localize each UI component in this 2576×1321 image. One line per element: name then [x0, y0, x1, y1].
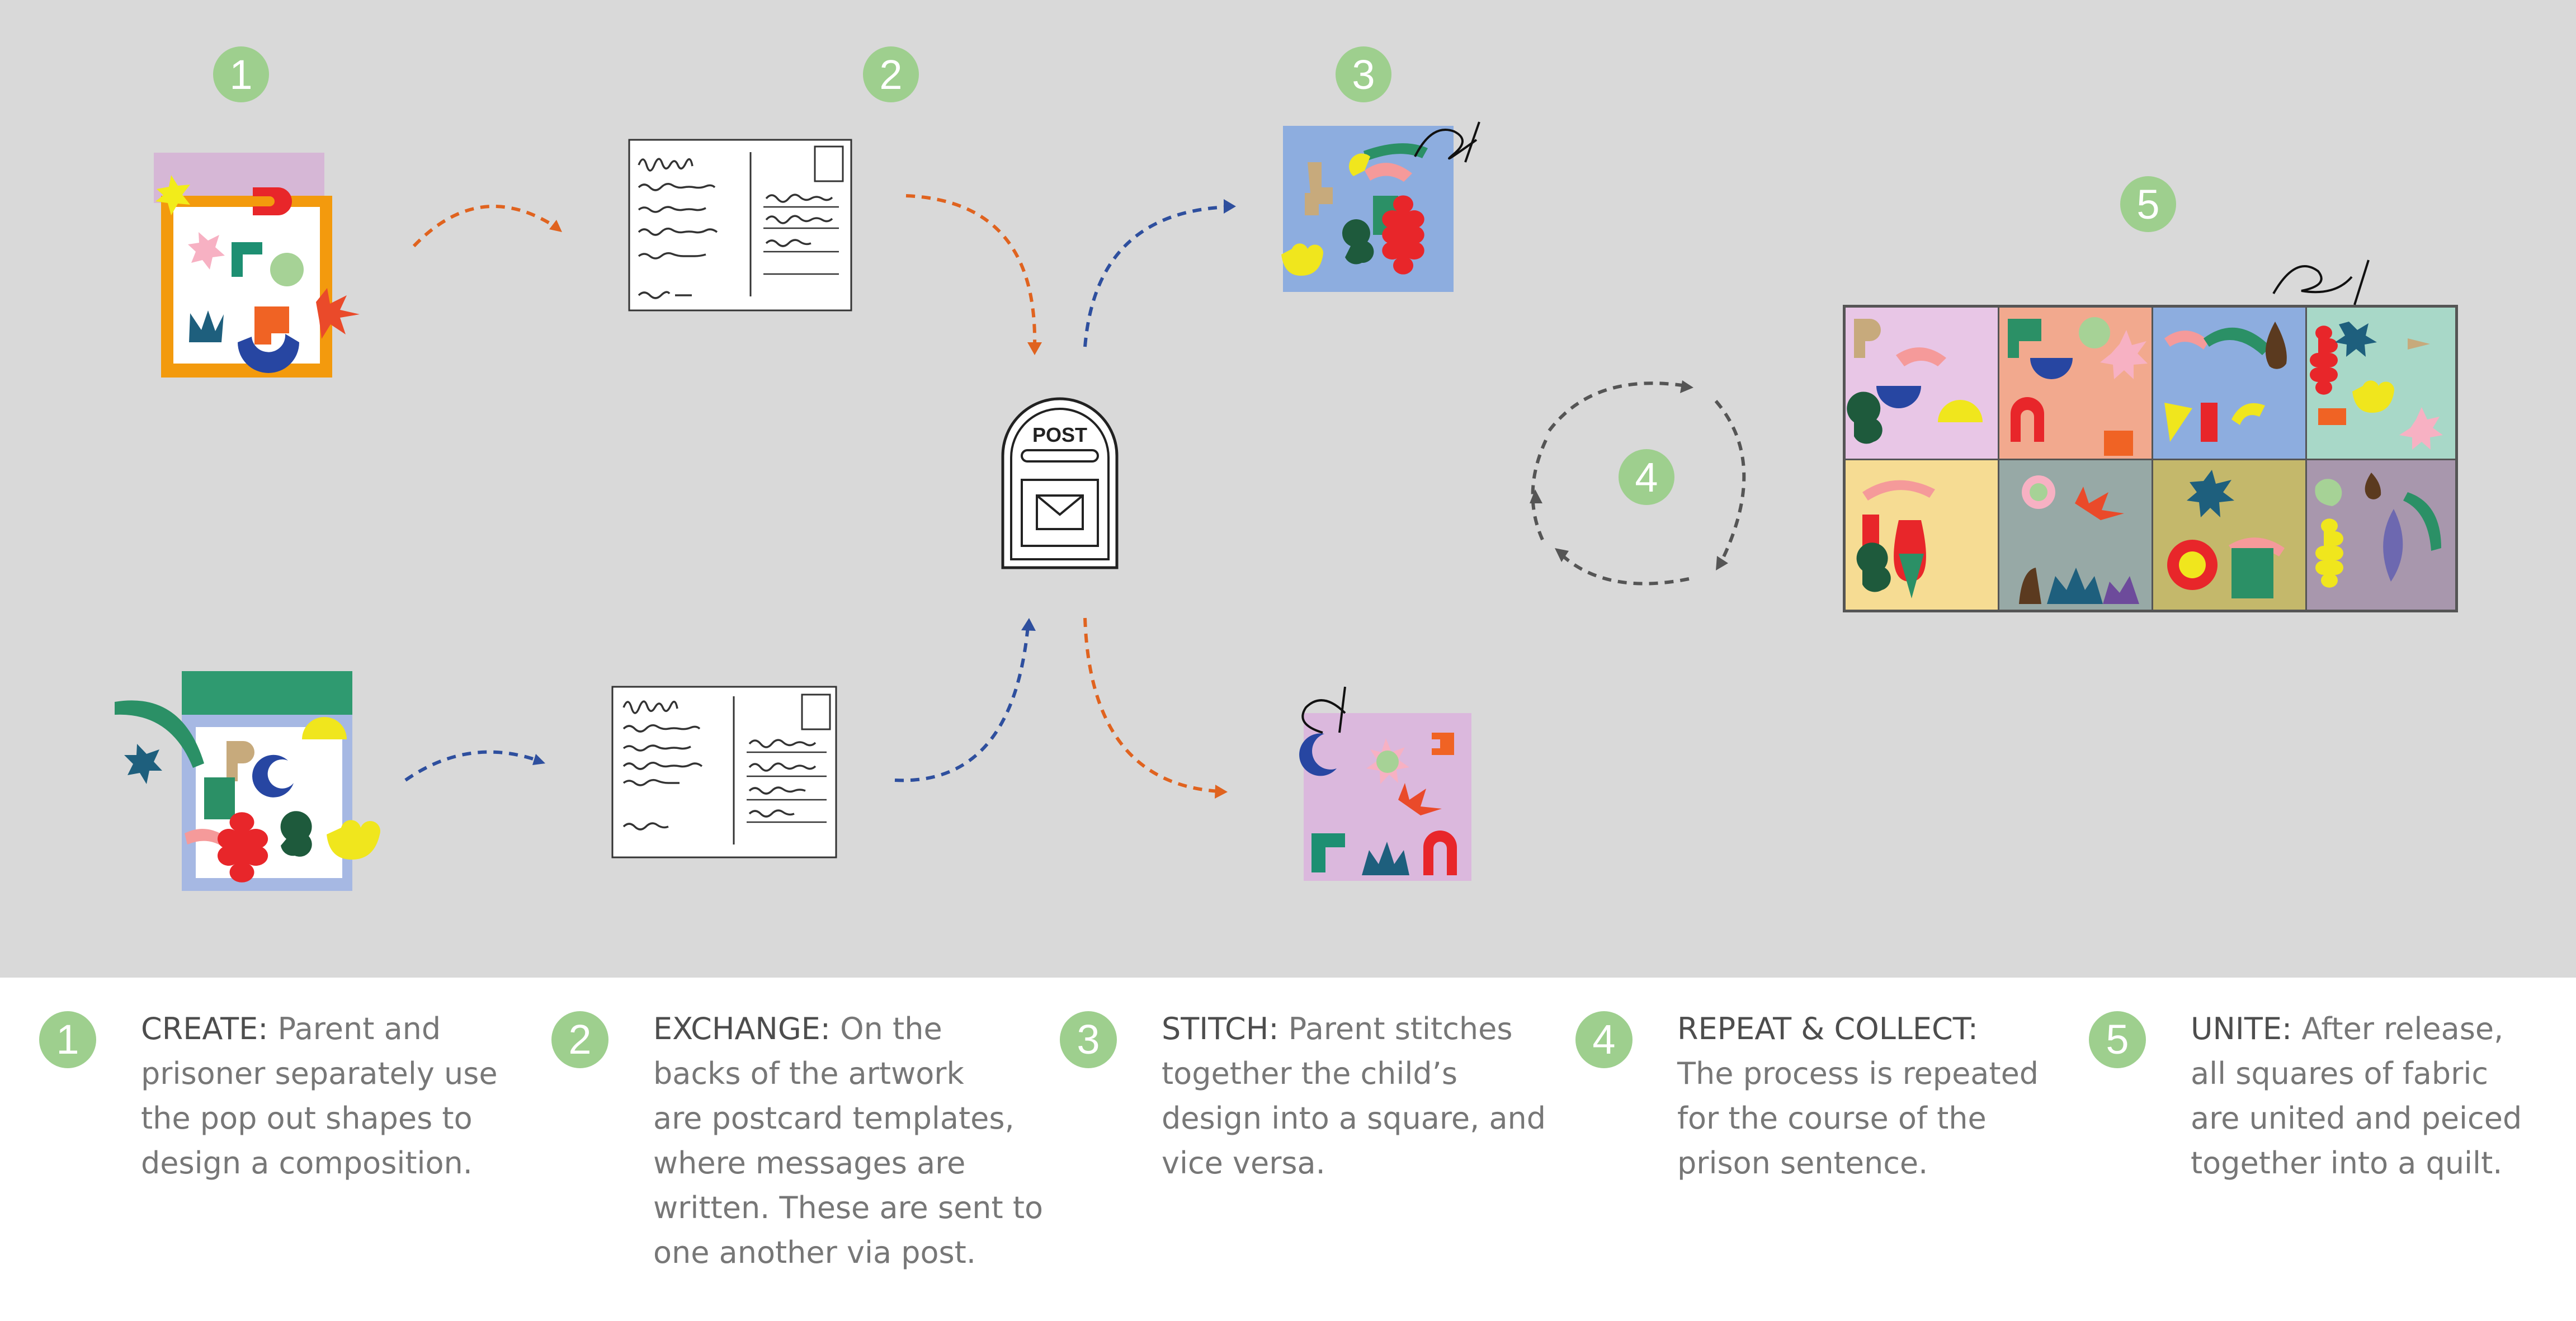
- arrow-postbox-to-square-top: [1083, 205, 1228, 347]
- step-marker-4: 4: [1619, 449, 1674, 505]
- process-diagram: 1 2 3 4 5: [0, 0, 2576, 978]
- legend-text-4: REPEAT & COLLECT: The process is repeate…: [1677, 1011, 2039, 1181]
- legend-badge-1: 1: [39, 1011, 96, 1068]
- step-marker-5: 5: [2120, 176, 2176, 232]
- legend-badge-4: 4: [1575, 1011, 1633, 1068]
- stitched-square-bottom: [1299, 686, 1471, 881]
- step-marker-5-number: 5: [2136, 181, 2159, 228]
- step-marker-3: 3: [1336, 46, 1391, 102]
- stitched-square-top: [1281, 121, 1480, 292]
- arrow-postcard-top-to-postbox: [905, 194, 1037, 347]
- arrow-artwork-to-postcard-top: [412, 205, 560, 248]
- artwork-composition-bottom: [115, 671, 381, 891]
- step-marker-3-number: 3: [1352, 51, 1375, 98]
- step-marker-2: 2: [863, 46, 919, 102]
- postcard-top: [628, 139, 852, 312]
- arrows: [404, 194, 1746, 799]
- legend-heading-5: UNITE:: [2191, 1011, 2292, 1046]
- arrow-artwork-to-postcard-bottom: [404, 750, 542, 782]
- step-marker-1: 1: [213, 46, 269, 102]
- step-marker-1-number: 1: [229, 51, 252, 98]
- legend-heading-4: REPEAT & COLLECT:: [1677, 1011, 1978, 1046]
- quilt: [1843, 260, 2458, 612]
- legend-heading-3: STITCH:: [1162, 1011, 1279, 1046]
- postbox-label: POST: [1032, 423, 1087, 446]
- postcard-bottom: [611, 686, 837, 858]
- postbox-icon: POST: [1001, 397, 1119, 569]
- legend-heading-2: EXCHANGE:: [653, 1011, 831, 1046]
- legend-text-1: CREATE: Parent and prisoner separately u…: [141, 1011, 498, 1181]
- envelope-icon: [1036, 494, 1084, 530]
- legend-badge-2: 2: [551, 1011, 608, 1068]
- repeat-cycle-arrows: [1530, 380, 1746, 586]
- legend-badge-5: 5: [2089, 1011, 2146, 1068]
- step-marker-2-number: 2: [879, 51, 902, 98]
- legend-heading-1: CREATE:: [141, 1011, 268, 1046]
- step-marker-4-number: 4: [1635, 454, 1658, 501]
- legend-badge-3: 3: [1060, 1011, 1117, 1068]
- artwork-composition-top: [154, 153, 360, 378]
- arrow-postbox-to-square-bottom: [1083, 617, 1220, 793]
- legend-text-5: UNITE: After release, all squares of fab…: [2191, 1011, 2522, 1181]
- legend-text-2: EXCHANGE: On the backs of the artwork ar…: [653, 1011, 1044, 1270]
- legend-text-3: STITCH: Parent stitches together the chi…: [1162, 1011, 1546, 1181]
- arrow-postcard-bottom-to-postbox: [894, 626, 1030, 782]
